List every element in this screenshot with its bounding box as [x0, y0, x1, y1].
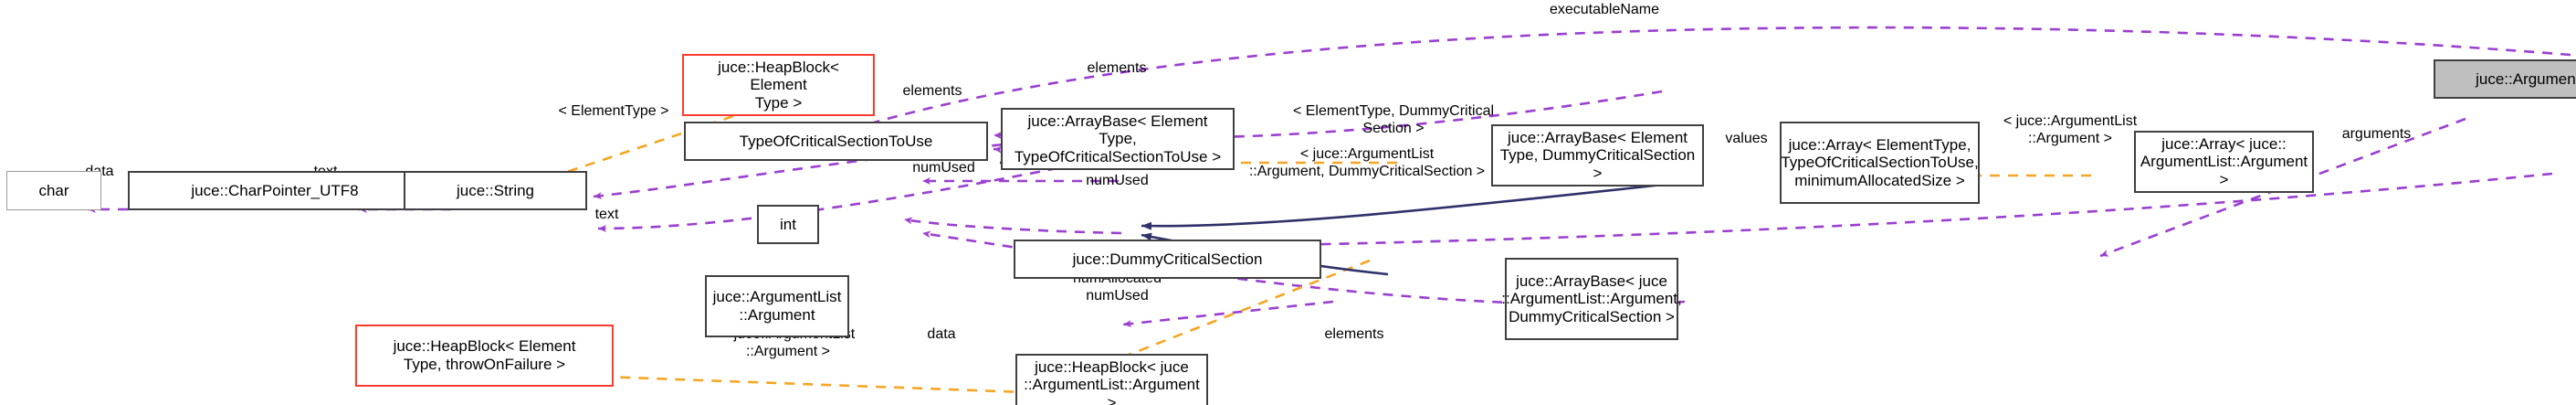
edge-label-element-type-2: < juce::ArgumentList ::Argument >: [2003, 113, 2138, 146]
node-heapblock-throw[interactable]: juce::HeapBlock< Element Type, throwOnFa…: [355, 325, 614, 387]
node-int[interactable]: int: [757, 205, 819, 244]
edge-label-arguments: arguments: [2341, 126, 2412, 142]
edge-int-2: [903, 217, 1122, 235]
edge-label-text-mid: text: [594, 207, 619, 222]
node-arraybase-dummy[interactable]: juce::ArrayBase< Element Type, DummyCrit…: [1491, 124, 1704, 187]
edge-label-values-1: values: [1725, 131, 1768, 146]
edge-label-element-type-1: < ElementType >: [558, 103, 669, 119]
edge-label-executablename: executableName: [1549, 2, 1660, 17]
node-typeofcritical[interactable]: TypeOfCriticalSectionToUse: [684, 122, 988, 161]
edge-label-data-bottom: data: [927, 326, 956, 342]
edge-heapblock-juceArg: [1122, 300, 1334, 328]
node-charpointer[interactable]: juce::CharPointer_UTF8: [128, 171, 422, 210]
edge-label-elements-1: elements: [1087, 60, 1147, 76]
node-char[interactable]: char: [6, 171, 101, 210]
edge-inherit-dummy-2: [1141, 181, 1681, 230]
edge-label-elements-2: elements: [902, 83, 962, 99]
node-string[interactable]: juce::String: [404, 171, 587, 210]
node-arraybase-toUse[interactable]: juce::ArrayBase< Element Type, TypeOfCri…: [1001, 108, 1235, 170]
edge-template-heapblock-throw-b: [602, 373, 1051, 395]
node-heapblock-element[interactable]: juce::HeapBlock< Element Type >: [682, 54, 875, 116]
node-heapblock-juceArg[interactable]: juce::HeapBlock< juce ::ArgumentList::Ar…: [1015, 354, 1208, 405]
node-array-juceArg[interactable]: juce::Array< juce:: ArgumentList::Argume…: [2134, 131, 2314, 193]
node-arraybase-argdummy[interactable]: juce::ArrayBase< juce ::ArgumentList::Ar…: [1501, 258, 1682, 340]
node-argumentlist[interactable]: juce::ArgumentList: [2434, 59, 2576, 99]
edge-label-juce-arg-dummy: < juce::ArgumentList ::Argument, DummyCr…: [1248, 146, 1486, 179]
node-array-toUse[interactable]: juce::Array< ElementType, TypeOfCritical…: [1780, 122, 1980, 204]
node-argumentlist-arg[interactable]: juce::ArgumentList ::Argument: [705, 275, 849, 337]
node-dummycritical[interactable]: juce::DummyCriticalSection: [1014, 240, 1321, 279]
edge-label-elements-3: elements: [1324, 326, 1384, 342]
